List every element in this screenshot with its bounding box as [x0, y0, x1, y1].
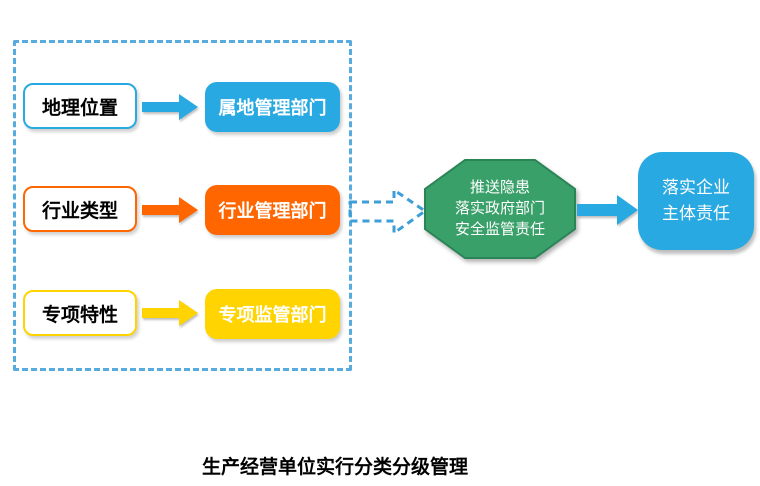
result-box-enterprise-responsibility: 落实企业 主体责任: [638, 152, 754, 250]
octagon-text: 推送隐患 落实政府部门 安全监管责任: [423, 158, 577, 260]
source-box-industry-type: 行业类型: [23, 186, 137, 232]
target-label: 属地管理部门: [218, 98, 327, 118]
source-label: 行业类型: [41, 200, 118, 222]
diagram-caption: 生产经营单位实行分类分级管理: [201, 457, 468, 478]
classification-dashed-container: [13, 40, 352, 371]
octagon-line-2: 落实政府部门: [454, 200, 545, 217]
right-arrow-icon: [577, 195, 638, 225]
target-label: 行业管理部门: [218, 201, 327, 221]
target-box-territorial-management: 属地管理部门: [205, 82, 340, 132]
source-box-geographic-location: 地理位置: [23, 83, 137, 129]
octagon-government-responsibility: 推送隐患 落实政府部门 安全监管责任: [423, 158, 577, 260]
source-label: 地理位置: [41, 97, 118, 119]
right-arrow-icon: [142, 94, 198, 120]
octagon-line-3: 安全监管责任: [454, 221, 545, 238]
octagon-line-1: 推送隐患: [469, 179, 530, 196]
target-box-special-supervision: 专项监管部门: [205, 289, 340, 339]
dashed-right-arrow-icon: [348, 188, 427, 235]
result-line-2: 主体责任: [662, 204, 730, 223]
target-box-industry-management: 行业管理部门: [205, 185, 340, 235]
source-box-special-characteristics: 专项特性: [23, 290, 137, 336]
right-arrow-icon: [142, 300, 198, 326]
octagon-shape: [424, 159, 576, 259]
result-line-1: 落实企业: [662, 178, 730, 197]
source-label: 专项特性: [41, 304, 118, 326]
right-arrow-icon: [142, 197, 198, 223]
target-label: 专项监管部门: [218, 305, 327, 325]
